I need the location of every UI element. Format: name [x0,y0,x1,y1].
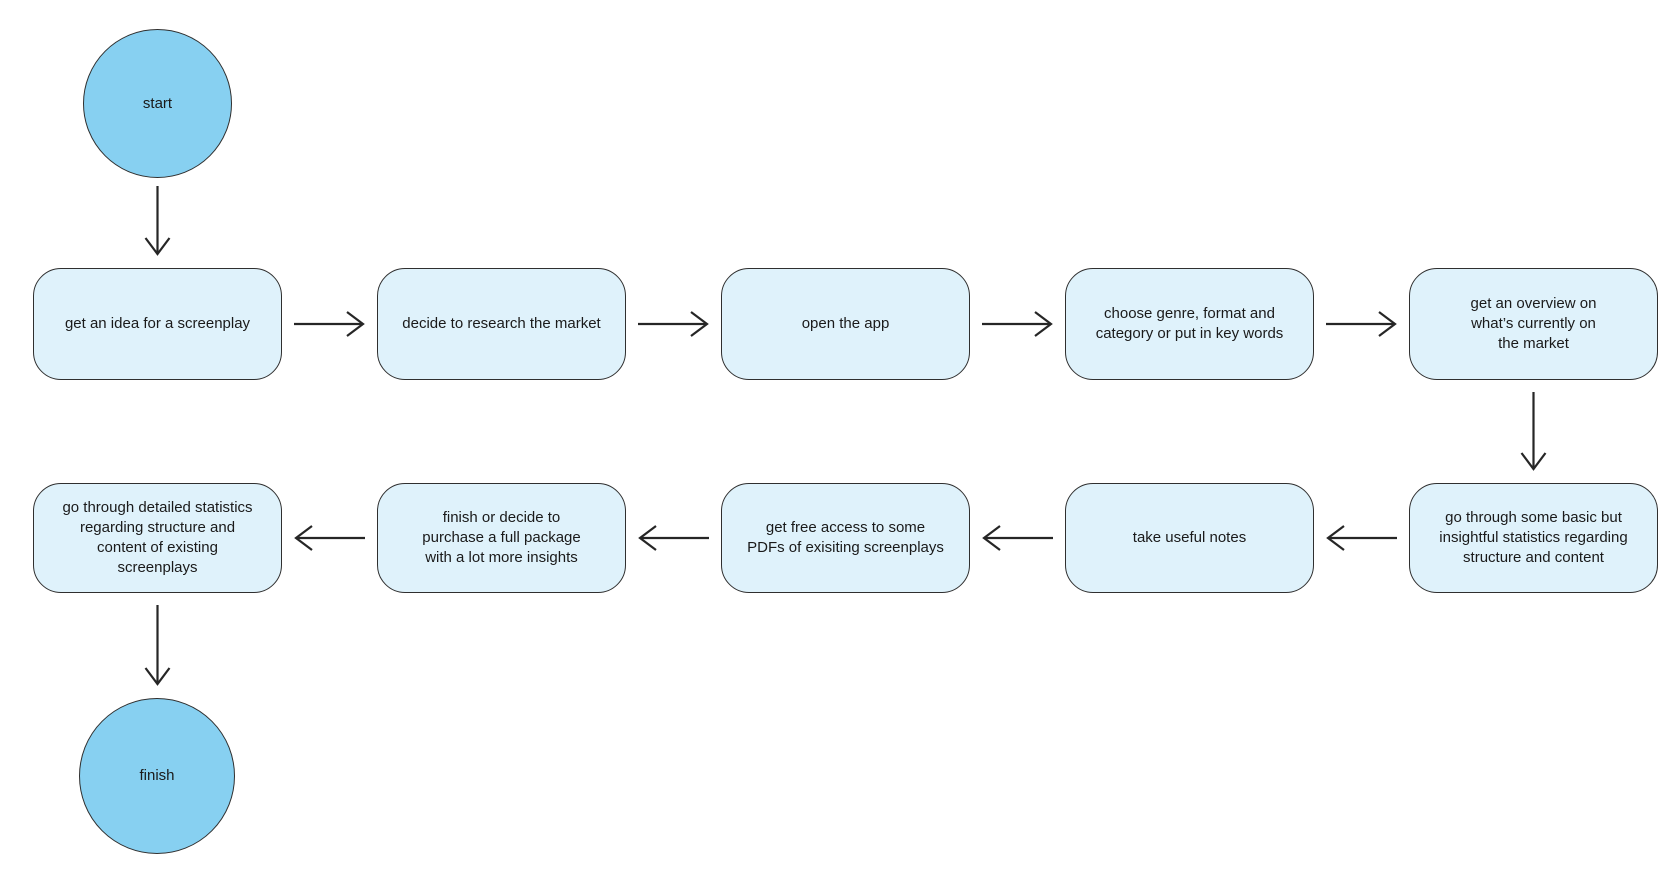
node-start-label: start [142,94,173,112]
node-get-idea: get an idea for a screenplay [33,268,282,380]
node-get-idea-label: get an idea for a screenplay [64,315,251,332]
node-free-pdfs-label: get free access to some PDFs of exisitin… [747,519,944,556]
node-start: start [83,29,232,178]
node-take-notes-label: take useful notes [1132,529,1247,546]
node-research-market-label: decide to research the market [402,315,601,332]
node-overview-market: get an overview on what’s currently on t… [1409,268,1658,380]
node-open-app-label: open the app [801,315,890,332]
node-detailed-stats-label: go through detailed statistics regarding… [62,499,253,576]
node-finish-or-purchase: finish or decide to purchase a full pack… [377,483,626,593]
node-finish-or-purchase-label: finish or decide to purchase a full pack… [422,509,581,566]
node-detailed-stats: go through detailed statistics regarding… [33,483,282,593]
node-overview-market-label: get an overview on what’s currently on t… [1470,295,1597,352]
node-finish: finish [79,698,235,854]
node-open-app: open the app [721,268,970,380]
node-free-pdfs: get free access to some PDFs of exisitin… [721,483,970,593]
node-take-notes: take useful notes [1065,483,1314,593]
node-research-market: decide to research the market [377,268,626,380]
node-choose-genre: choose genre, format and category or put… [1065,268,1314,380]
node-basic-stats-label: go through some basic but insightful sta… [1439,509,1628,566]
node-finish-label: finish [139,767,175,784]
node-basic-stats: go through some basic but insightful sta… [1409,483,1658,593]
node-choose-genre-label: choose genre, format and category or put… [1095,305,1284,342]
